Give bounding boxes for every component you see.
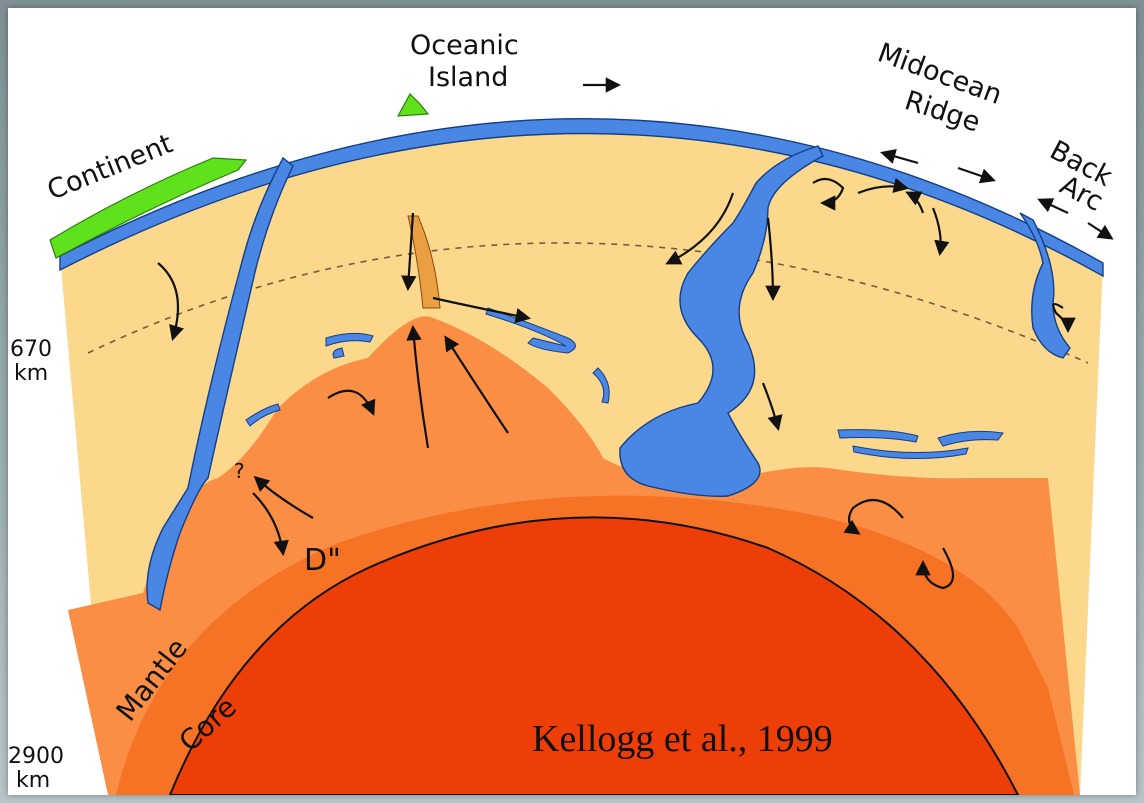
- label-island: Island: [428, 62, 508, 93]
- motion-arrow: [958, 168, 993, 180]
- slide: Continent Oceanic Island Midocean Ridge …: [8, 8, 1136, 795]
- depth-670-unit: km: [14, 361, 48, 386]
- citation: Kellogg et al., 1999: [532, 718, 833, 760]
- depth-2900-value: 2900: [8, 744, 64, 769]
- label-d-double-prime: D": [304, 543, 341, 578]
- mantle-convection-diagram: Continent Oceanic Island Midocean Ridge …: [8, 8, 1136, 795]
- label-question-mark: ?: [234, 459, 245, 483]
- depth-2900-unit: km: [16, 768, 50, 793]
- label-oceanic: Oceanic: [410, 30, 519, 61]
- motion-arrow: [1088, 223, 1111, 238]
- motion-arrow: [883, 153, 918, 163]
- depth-670-value: 670: [10, 337, 52, 362]
- oceanic-island: [398, 94, 428, 116]
